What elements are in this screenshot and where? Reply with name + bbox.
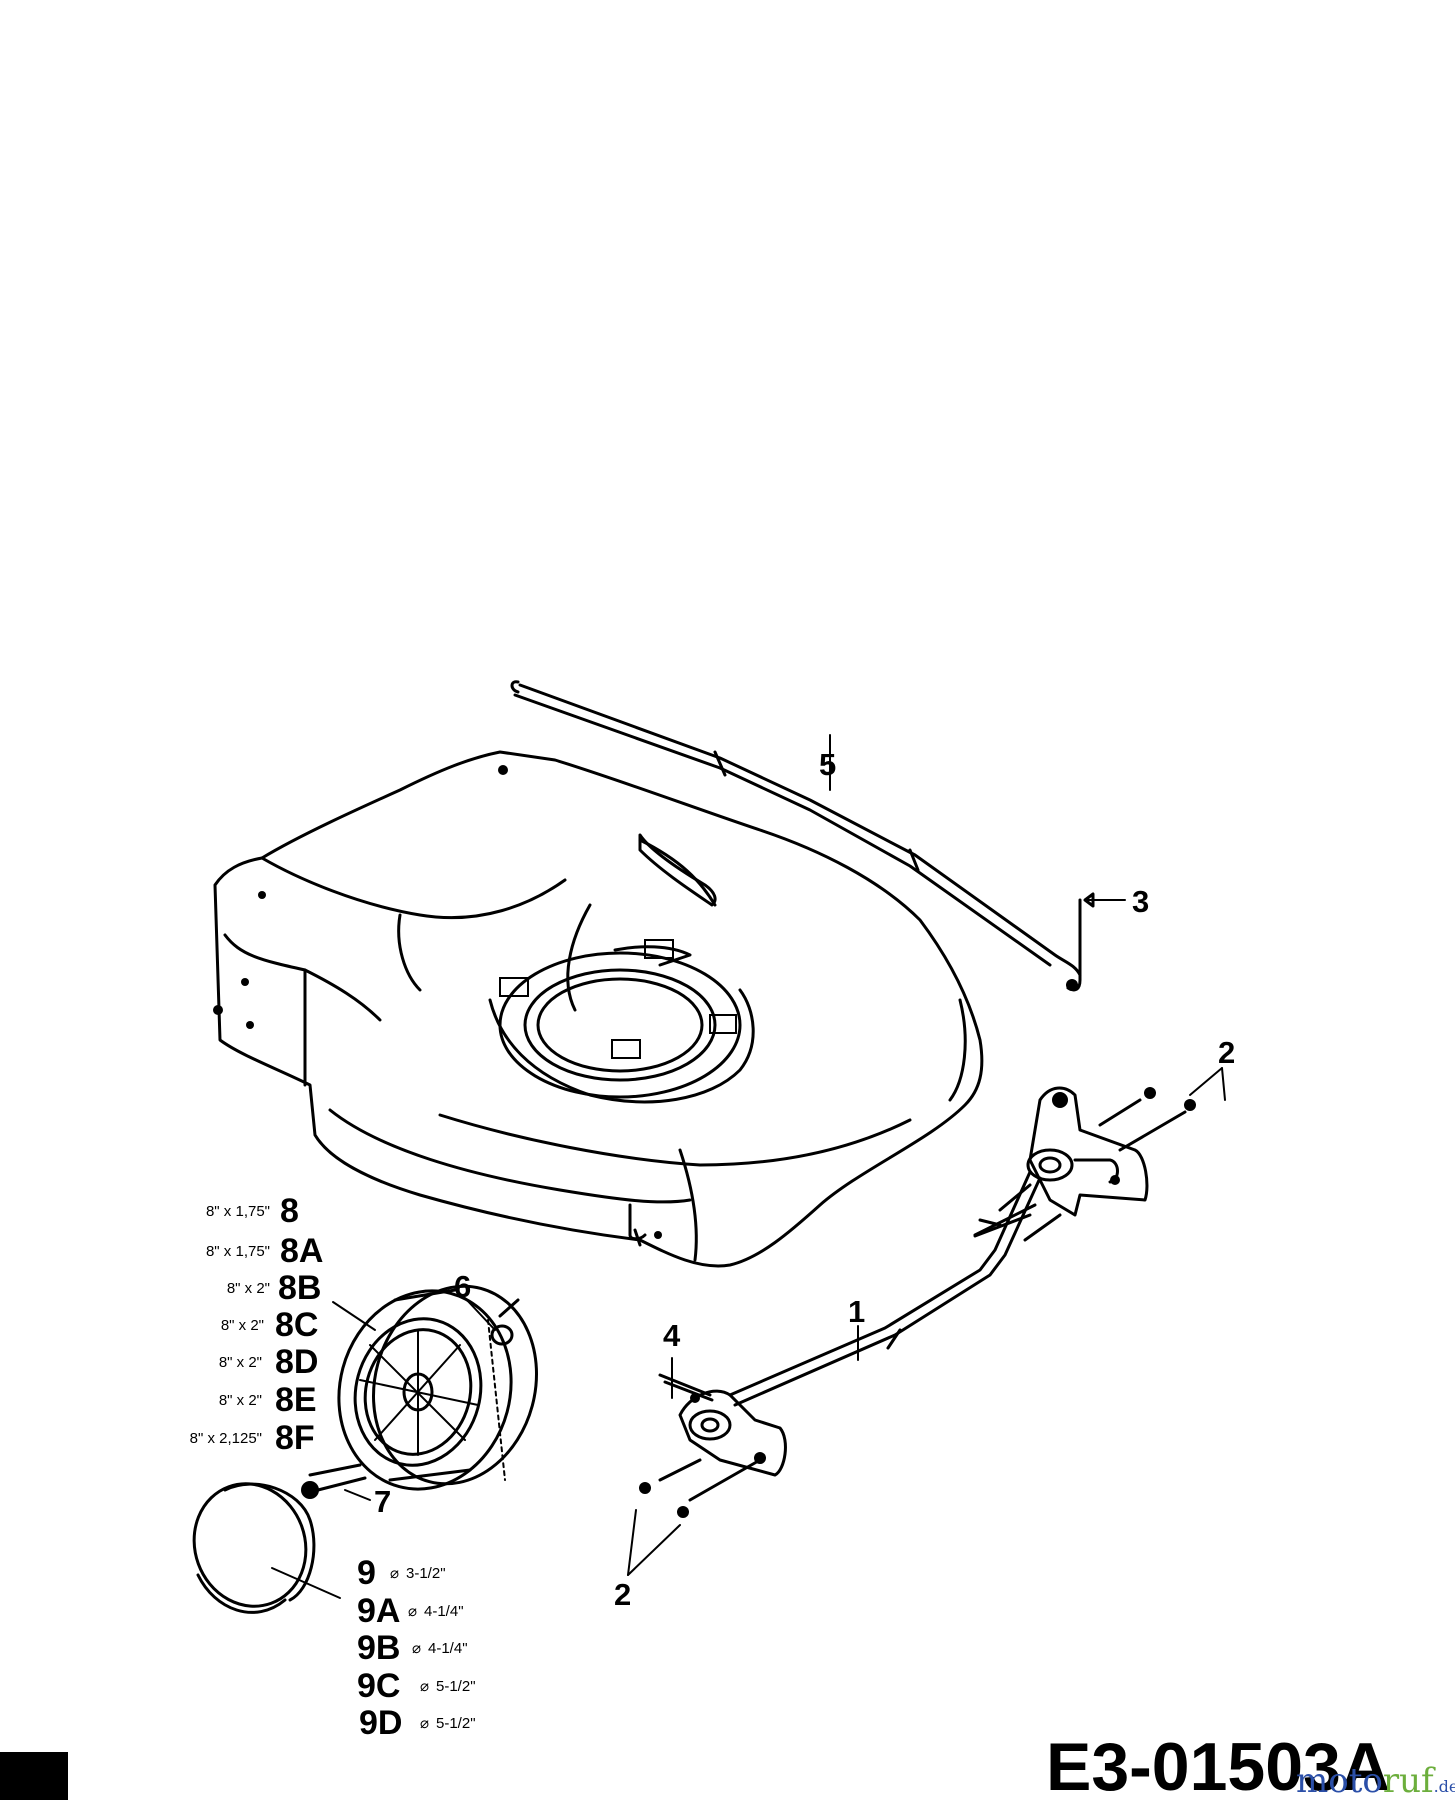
wheel bbox=[301, 1284, 538, 1499]
cap-legend-diameter: 4-1/4" bbox=[428, 1640, 468, 1657]
cap-legend-code: 9B bbox=[357, 1629, 400, 1667]
watermark-suffix: .de bbox=[1434, 1777, 1455, 1796]
cap-legend-diameter-icon: ⌀ bbox=[412, 1640, 421, 1657]
cap-legend-diameter: 3-1/2" bbox=[406, 1565, 446, 1582]
watermark-part1: moto bbox=[1296, 1761, 1383, 1800]
callout-2-upper: 2 bbox=[1218, 1035, 1235, 1070]
cap-legend-diameter-icon: ⌀ bbox=[420, 1678, 429, 1695]
wheel-legend-code: 8C bbox=[275, 1306, 318, 1344]
cap-legend-code: 9D bbox=[359, 1704, 402, 1742]
cap-legend-diameter-icon: ⌀ bbox=[420, 1715, 429, 1732]
hubcap bbox=[192, 1482, 316, 1614]
svg-text:motoruf.de: motoruf.de bbox=[1296, 1761, 1455, 1800]
corner-marker bbox=[0, 1752, 68, 1800]
watermark-part2: ruf bbox=[1383, 1761, 1436, 1800]
callout-5: 5 bbox=[819, 747, 836, 782]
leader-lines bbox=[271, 734, 1226, 1599]
callout-6: 6 bbox=[454, 1269, 471, 1304]
callout-1: 1 bbox=[848, 1294, 865, 1329]
wheel-legend-code: 8 bbox=[280, 1192, 299, 1230]
callout-3: 3 bbox=[1132, 884, 1149, 919]
wheel-legend-size: 8" x 1,75" bbox=[206, 1203, 270, 1220]
cap-legend-diameter-icon: ⌀ bbox=[390, 1565, 399, 1582]
rear-axle-rod bbox=[510, 680, 1082, 992]
wheel-legend-size: 8" x 1,75" bbox=[206, 1243, 270, 1260]
hubcap-legend: 9 ⌀ 3-1/2" 9A ⌀ 4-1/4" 9B ⌀ 4-1/4" 9C ⌀ … bbox=[357, 1554, 476, 1742]
mower-deck bbox=[213, 750, 984, 1268]
wheel-legend-size: 8" x 2" bbox=[227, 1280, 270, 1297]
callout-2-lower: 2 bbox=[614, 1577, 631, 1612]
wheel-legend-size: 8" x 2" bbox=[219, 1354, 262, 1371]
wheel-legend-code: 8D bbox=[275, 1343, 318, 1381]
wheel-legend-size: 8" x 2" bbox=[221, 1317, 264, 1334]
wheel-legend-code: 8E bbox=[275, 1381, 317, 1419]
cap-legend-code: 9C bbox=[357, 1667, 400, 1705]
document-id: E3-01503A bbox=[1046, 1729, 1390, 1800]
wheel-legend-code: 8B bbox=[278, 1269, 321, 1307]
wheel-legend-size: 8" x 2" bbox=[219, 1392, 262, 1409]
wheel-legend-size: 8" x 2,125" bbox=[190, 1430, 262, 1447]
callout-4: 4 bbox=[663, 1318, 681, 1353]
wheel-size-legend: 8" x 1,75" 8 8" x 1,75" 8A 8" x 2" 8B 8"… bbox=[190, 1192, 324, 1457]
wheel-legend-code: 8F bbox=[275, 1419, 315, 1457]
callout-7: 7 bbox=[374, 1484, 391, 1519]
cap-legend-diameter: 5-1/2" bbox=[436, 1715, 476, 1732]
cap-legend-code: 9 bbox=[357, 1554, 376, 1592]
callouts: 1 2 2 3 4 5 6 7 bbox=[374, 747, 1235, 1612]
cap-legend-diameter: 5-1/2" bbox=[436, 1678, 476, 1695]
cap-legend-code: 9A bbox=[357, 1592, 400, 1630]
front-axle-assembly bbox=[639, 1086, 1196, 1518]
cap-legend-diameter-icon: ⌀ bbox=[408, 1603, 417, 1620]
cap-legend-diameter: 4-1/4" bbox=[424, 1603, 464, 1620]
watermark: motoruf.de bbox=[1296, 1761, 1455, 1800]
wheel-legend-code: 8A bbox=[280, 1232, 323, 1270]
